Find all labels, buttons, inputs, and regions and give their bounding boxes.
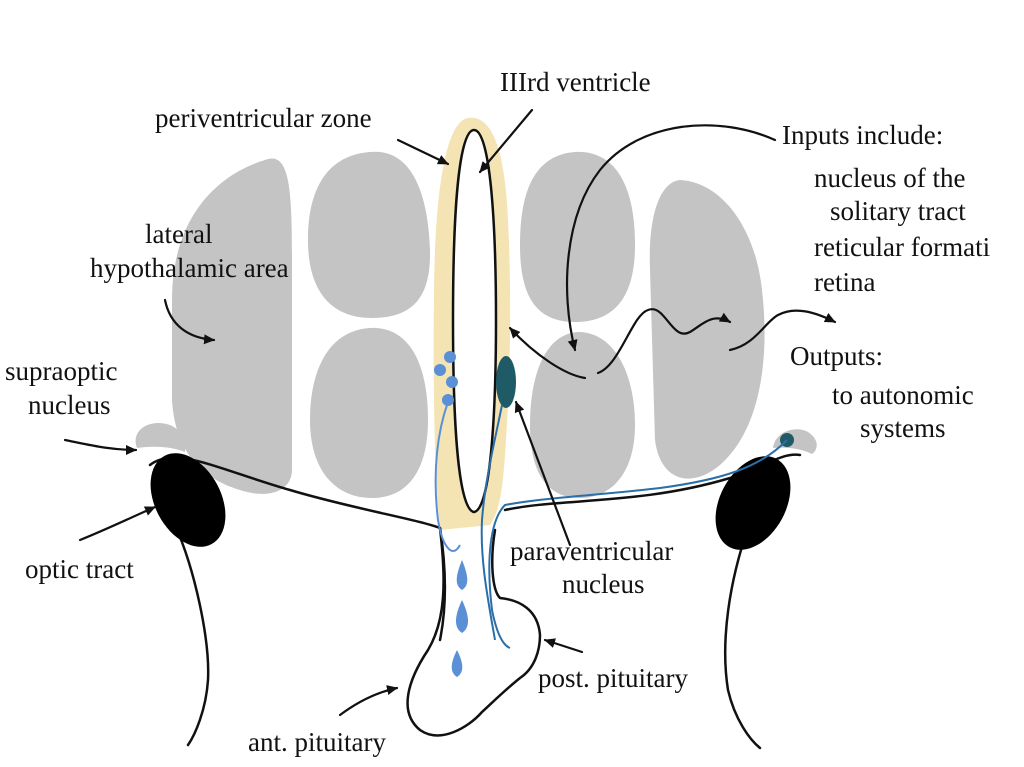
left-lateral-outline [173, 523, 210, 747]
label-supraoptic-line1: supraoptic [5, 356, 117, 386]
arrow-third-ventricle [478, 108, 534, 174]
label-outputs-heading: Outputs: [790, 341, 883, 371]
label-ant-pituitary: ant. pituitary [248, 727, 386, 757]
labels: IIIrd ventricle periventricular zone lat… [5, 67, 990, 757]
label-post-pituitary: post. pituitary [538, 663, 688, 693]
label-third-ventricle: IIIrd ventricle [500, 67, 651, 97]
label-optic-tract: optic tract [25, 554, 134, 584]
annotation-arrows [63, 108, 837, 717]
supraoptic-axon [488, 439, 788, 649]
paraventricular-nucleus-shape [496, 356, 516, 408]
label-supraoptic-line2: nucleus [28, 390, 110, 420]
magnocellular-axon [434, 401, 461, 552]
label-periventricular-zone: periventricular zone [155, 103, 372, 133]
ventromedial-nucleus-left [310, 327, 428, 498]
dorsomedial-nucleus-left [308, 151, 431, 318]
neuron-dot [444, 351, 456, 363]
magnocellular-neurons [434, 351, 469, 677]
neurosecretion-drop [451, 650, 463, 677]
arrow-lateral-hypothalamic [163, 298, 216, 345]
neurosecretion-drop [455, 600, 469, 633]
neuron-dot [446, 376, 458, 388]
paraventricular-neurons [480, 356, 794, 649]
lateral-hypothalamic-area-right [649, 180, 765, 479]
arrow-outputs [728, 309, 837, 352]
label-input-2: reticular formati [814, 232, 990, 262]
neuron-dot [434, 364, 446, 376]
arrow-supraoptic [63, 438, 138, 455]
third-ventricle-shape [451, 128, 498, 514]
hypothalamic-nuclei [135, 151, 817, 498]
label-paraventricular-line1: paraventricular [510, 536, 673, 566]
label-output-1-line2: systems [860, 413, 946, 443]
arrow-input-to-ventricle [508, 326, 587, 380]
neurosecretion-drop [456, 560, 468, 590]
label-lateral-hypothalamic-line1: lateral [145, 219, 212, 249]
lateral-hypothalamic-area-left [172, 158, 292, 494]
arrow-ant-pituitary [338, 685, 399, 717]
optic-tract-right [715, 456, 791, 550]
label-input-3: retina [814, 267, 875, 297]
pituitary-outline [406, 526, 542, 737]
label-input-1-line1: nucleus of the [814, 163, 965, 193]
arrow-optic-tract [78, 505, 157, 542]
ventromedial-nucleus-right [530, 332, 635, 498]
label-inputs-heading: Inputs include: [782, 120, 943, 150]
arrow-paraventricular [514, 400, 572, 547]
arrow-inputs [565, 124, 777, 352]
right-lateral-outline [723, 526, 762, 750]
supraoptic-nucleus-left-shape [135, 422, 186, 452]
label-paraventricular-line2: nucleus [562, 569, 644, 599]
arrow-post-pituitary [543, 638, 584, 654]
paraventricular-axon [480, 404, 503, 641]
dorsomedial-nucleus-right [520, 151, 635, 322]
neuron-dot [442, 394, 454, 406]
supraoptic-nucleus-right-shape [773, 429, 817, 454]
arrow-wave-output [596, 308, 732, 375]
optic-tract-left [150, 453, 226, 547]
label-lateral-hypothalamic-line2: hypothalamic area [90, 253, 289, 283]
arrow-periventricular-zone [396, 138, 450, 166]
label-input-1-line2: solitary tract [830, 196, 966, 226]
label-output-1-line1: to autonomic [832, 380, 974, 410]
